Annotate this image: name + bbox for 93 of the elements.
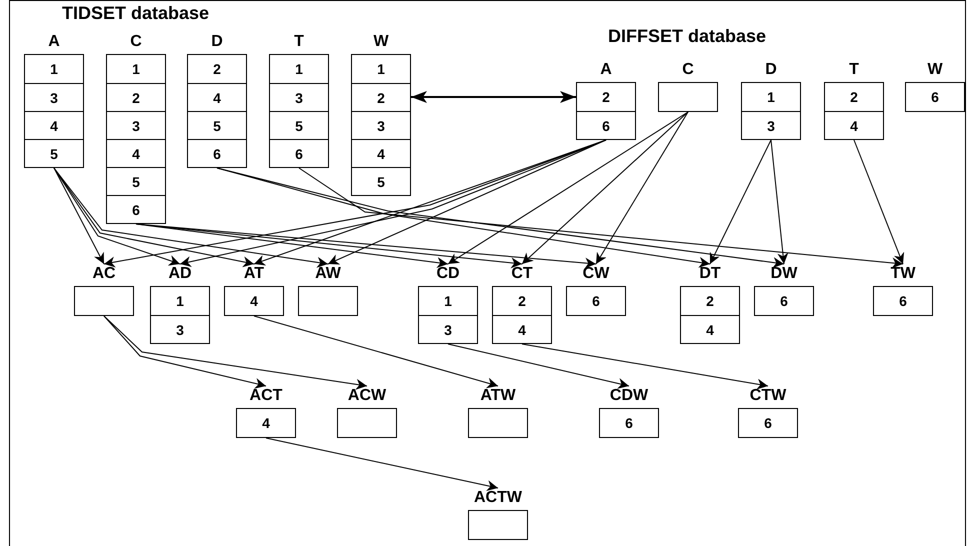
tid-cell: 6 xyxy=(270,139,328,167)
itemset-label: CW xyxy=(582,264,610,284)
tid-cell-text: 6 xyxy=(779,292,789,311)
tid-cell-text: 6 xyxy=(898,292,908,311)
itemset-label: DT xyxy=(699,264,721,284)
tid-cell: 5 xyxy=(352,167,410,195)
tid-cell-text: 6 xyxy=(591,292,601,311)
tid-cell-text: 2 xyxy=(849,88,859,107)
itemset-label: C xyxy=(682,60,694,80)
itemset-label: T xyxy=(294,32,304,52)
tid-cell-text: 4 xyxy=(249,292,259,311)
arrow xyxy=(254,316,498,388)
itemset-label: DW xyxy=(770,264,798,284)
tid-cell-text: 6 xyxy=(763,414,773,433)
itemset-label: W xyxy=(373,32,389,52)
arrow xyxy=(298,168,904,268)
itemset-label: D xyxy=(211,32,223,52)
tid-cell: 3 xyxy=(419,315,477,343)
itemset-label: D xyxy=(765,60,777,80)
itemset-label: CDW xyxy=(610,386,648,406)
tid-cell-text: 2 xyxy=(517,292,527,311)
arrow xyxy=(522,344,768,390)
itemset-label: ACTW xyxy=(474,488,522,508)
itemset-label: W xyxy=(927,60,943,80)
itemset-label: ACT xyxy=(250,386,282,406)
tid-cell-text: 1 xyxy=(294,60,304,79)
arrow xyxy=(54,168,104,264)
itemset-label: AD xyxy=(168,264,192,284)
tid-cell: 2 xyxy=(352,83,410,111)
tid-cell-text: 6 xyxy=(930,88,940,107)
tid-cell: 3 xyxy=(107,111,165,139)
tid-cell: 3 xyxy=(151,315,209,343)
tid-cell: 5 xyxy=(188,111,246,139)
tid-cell: 6 xyxy=(107,195,165,223)
arrow xyxy=(266,438,498,492)
itemset-label: A xyxy=(48,32,60,52)
tid-cell: 4 xyxy=(107,139,165,167)
tid-cell-text: 1 xyxy=(131,60,141,79)
tid-cell: 3 xyxy=(742,111,800,139)
tid-cell: 3 xyxy=(270,83,328,111)
arrow xyxy=(136,224,448,268)
tid-cell: 4 xyxy=(493,315,551,343)
tid-cell: 4 xyxy=(681,315,739,343)
arrow xyxy=(54,168,180,266)
tid-cell-text: 6 xyxy=(624,414,634,433)
tid-cell: 4 xyxy=(188,83,246,111)
itemset-label: A xyxy=(600,60,612,80)
itemset-label: CD xyxy=(436,264,460,284)
itemset-label: C xyxy=(130,32,142,52)
itemset-label: CT xyxy=(511,264,533,284)
arrow xyxy=(54,168,328,268)
itemset-label: ACW xyxy=(348,386,386,406)
database-title: TIDSET database xyxy=(62,3,210,24)
arrow xyxy=(136,224,522,268)
arrow xyxy=(596,112,688,264)
tid-cell: 4 xyxy=(25,111,83,139)
arrow xyxy=(522,112,688,264)
tid-cell-text: 2 xyxy=(601,88,611,107)
arrow xyxy=(448,112,688,264)
tid-cell-text: 1 xyxy=(376,60,386,79)
tid-cell: 3 xyxy=(352,111,410,139)
arrow xyxy=(770,140,788,264)
tid-cell: 6 xyxy=(577,111,635,139)
arrow xyxy=(710,140,772,264)
tid-cell-text: 1 xyxy=(766,88,776,107)
itemset-label: CTW xyxy=(750,386,786,406)
arrow xyxy=(328,140,606,265)
tid-cell: 2 xyxy=(107,83,165,111)
tid-cell-text: 2 xyxy=(705,292,715,311)
tid-cell: 4 xyxy=(352,139,410,167)
tid-cell: 5 xyxy=(107,167,165,195)
tid-cell: 3 xyxy=(25,83,83,111)
tid-cell: 5 xyxy=(270,111,328,139)
tid-cell-text: 1 xyxy=(443,292,453,311)
arrow xyxy=(448,344,630,389)
tid-cell-text: 1 xyxy=(49,60,59,79)
itemset-label: ATW xyxy=(480,386,516,406)
tid-cell-text: 4 xyxy=(261,414,271,433)
itemset-label: TW xyxy=(890,264,916,284)
itemset-label: T xyxy=(849,60,859,80)
itemset-label: AT xyxy=(244,264,264,284)
itemset-label: AW xyxy=(315,264,341,284)
tid-cell: 5 xyxy=(25,139,83,167)
database-title: DIFFSET database xyxy=(608,26,766,47)
tid-cell-text: 2 xyxy=(212,60,222,79)
tid-cell: 4 xyxy=(825,111,883,139)
double-arrow xyxy=(411,91,576,103)
arrow xyxy=(854,140,904,264)
arrow xyxy=(136,224,596,269)
tid-cell-text: 1 xyxy=(175,292,185,311)
arrow xyxy=(104,316,368,390)
tid-cell: 6 xyxy=(188,139,246,167)
itemset-label: AC xyxy=(92,264,116,284)
